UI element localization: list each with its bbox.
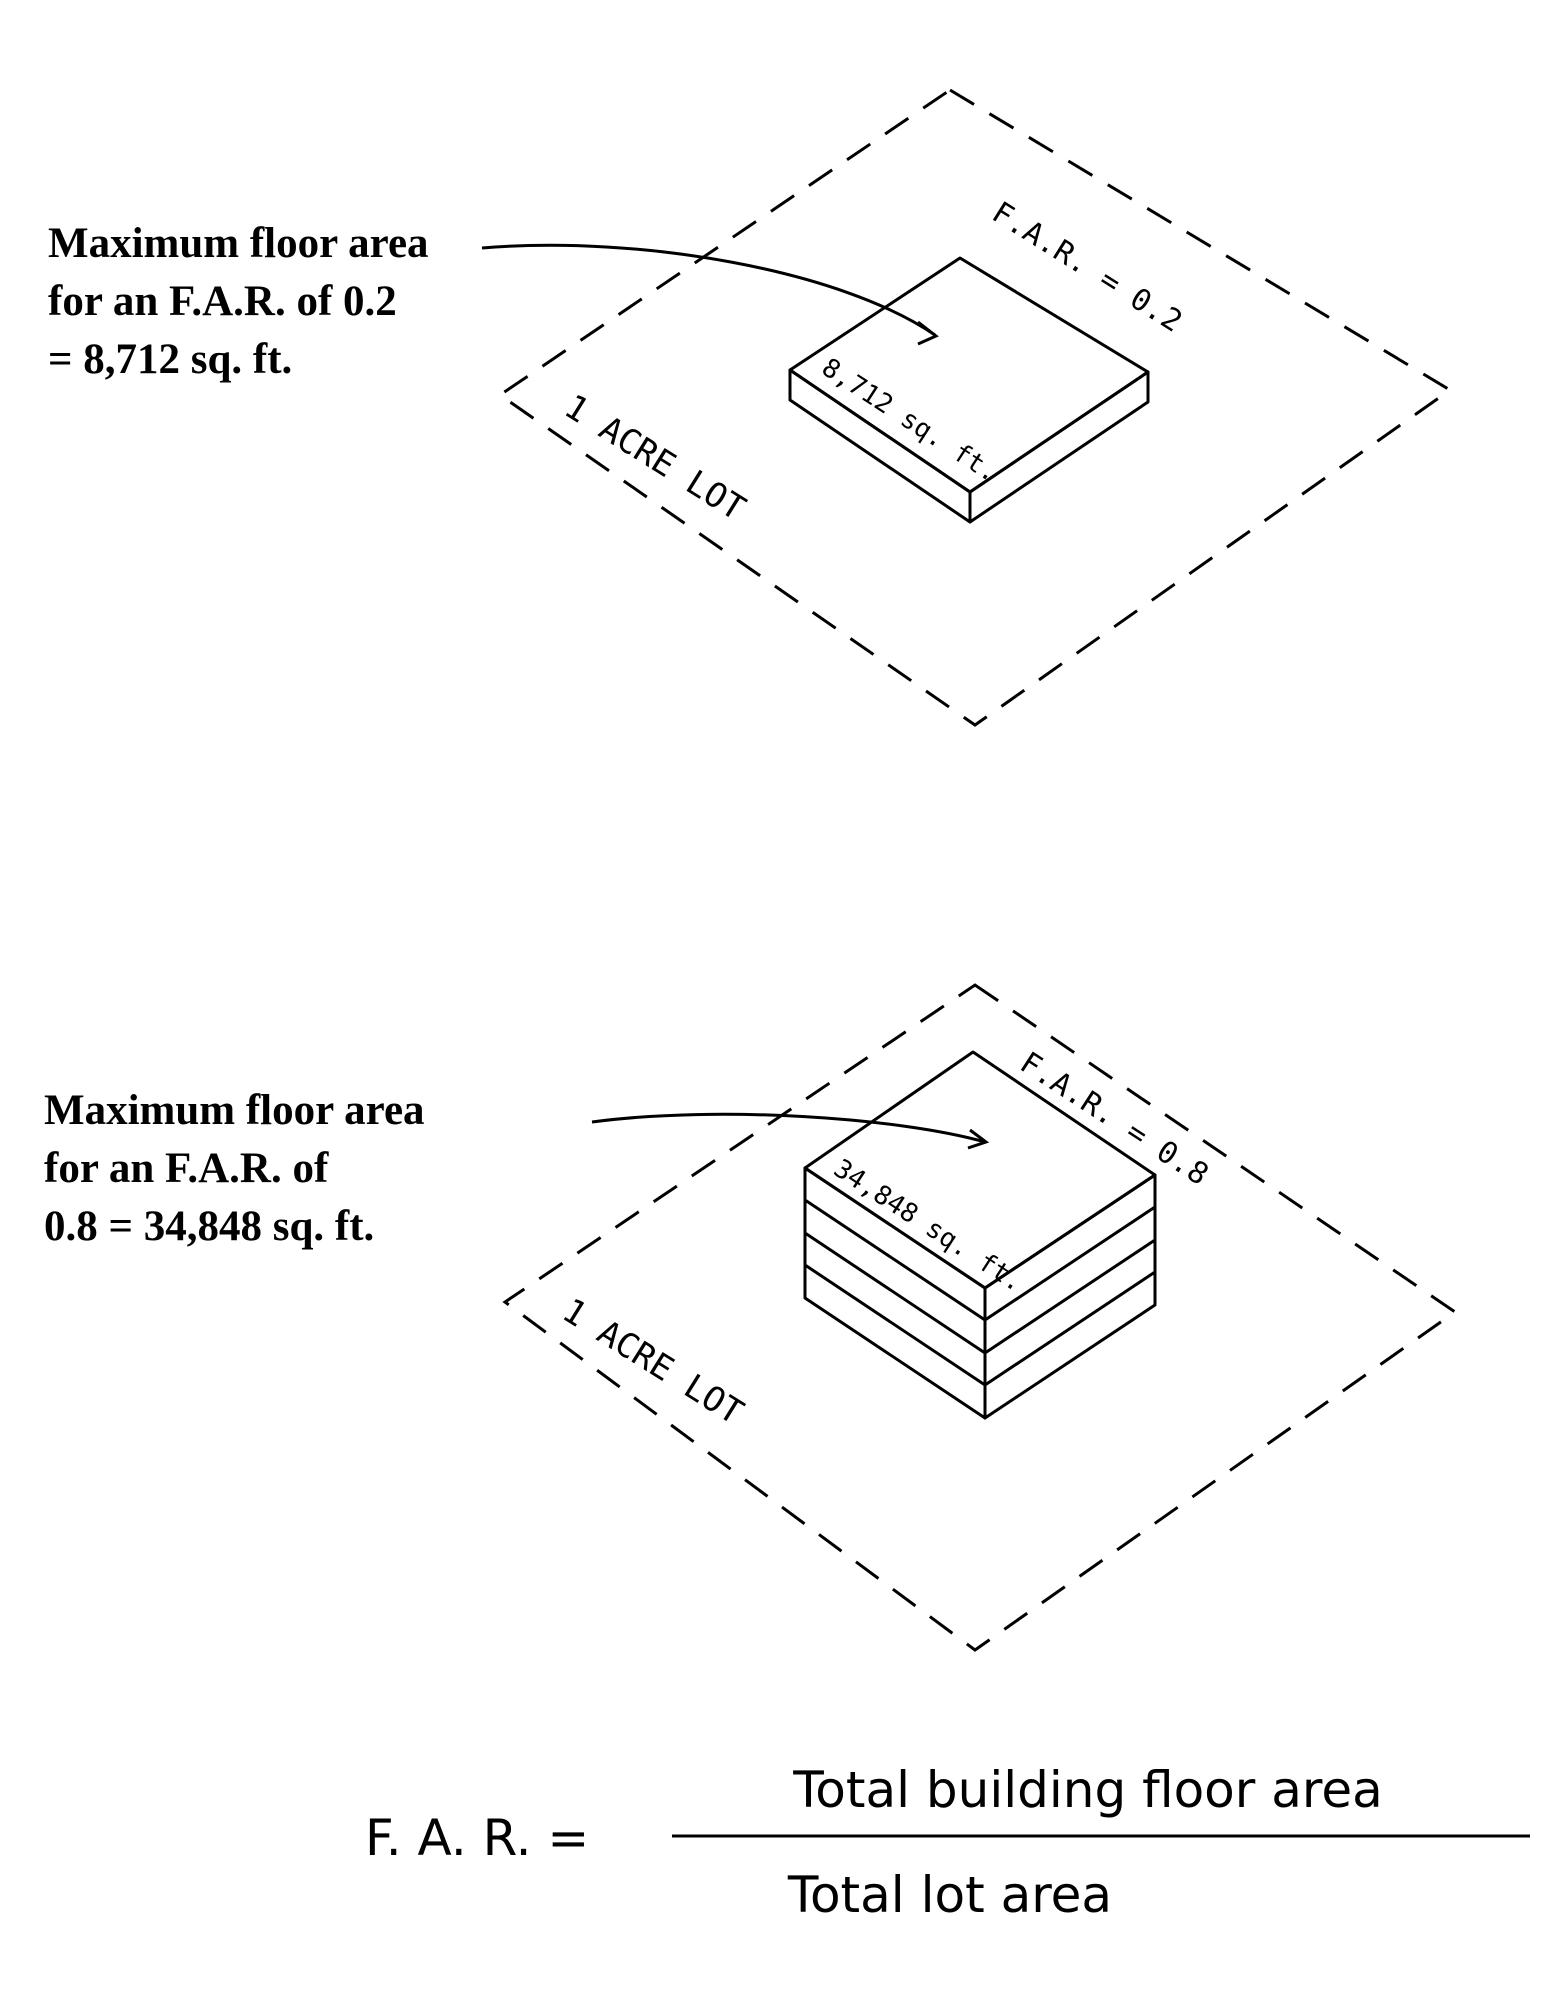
building-single-storey: [788, 256, 1150, 524]
caption-line: for an F.A.R. of: [44, 1145, 329, 1192]
arrowhead: [917, 320, 939, 346]
lot-outline: [497, 88, 1453, 727]
far-label: F.A.R. = 0.2: [986, 195, 1188, 340]
caption-far-0-8: Maximum floor area for an F.A.R. of 0.8 …: [44, 1082, 425, 1256]
formula-lhs: F. A. R. =: [365, 1809, 589, 1867]
formula-denominator: Total lot area: [787, 1866, 1112, 1924]
building-four-storey: [803, 1050, 1157, 1420]
caption-line: Maximum floor area: [44, 1087, 425, 1134]
leader-line: [481, 243, 936, 337]
caption-line: = 8,712 sq. ft.: [48, 336, 293, 383]
diagram-far-0-8: 1 ACRE LOT F.A.R. = 0.8 34,848 sq. ft.: [502, 983, 1458, 1652]
caption-line: for an F.A.R. of 0.2: [48, 278, 397, 325]
caption-far-0-2: Maximum floor area for an F.A.R. of 0.2 …: [48, 215, 429, 389]
lot-outline: [502, 983, 1458, 1652]
far-label: F.A.R. = 0.8: [1014, 1045, 1215, 1192]
building-area-label: 8,712 sq. ft.: [816, 353, 1003, 489]
leader-line: [591, 1112, 986, 1144]
formula-numerator: Total building floor area: [792, 1761, 1382, 1819]
diagram-far-0-2: 1 ACRE LOT F.A.R. = 0.2 8,712 sq. ft.: [481, 88, 1453, 727]
lot-label: 1 ACRE LOT: [557, 387, 752, 529]
far-formula: F. A. R. = Total building floor area Tot…: [365, 1761, 1530, 1924]
arrowhead: [967, 1128, 990, 1150]
caption-line: Maximum floor area: [48, 220, 429, 267]
caption-line: 0.8 = 34,848 sq. ft.: [44, 1203, 375, 1250]
building-area-label: 34,848 sq. ft.: [828, 1154, 1028, 1299]
